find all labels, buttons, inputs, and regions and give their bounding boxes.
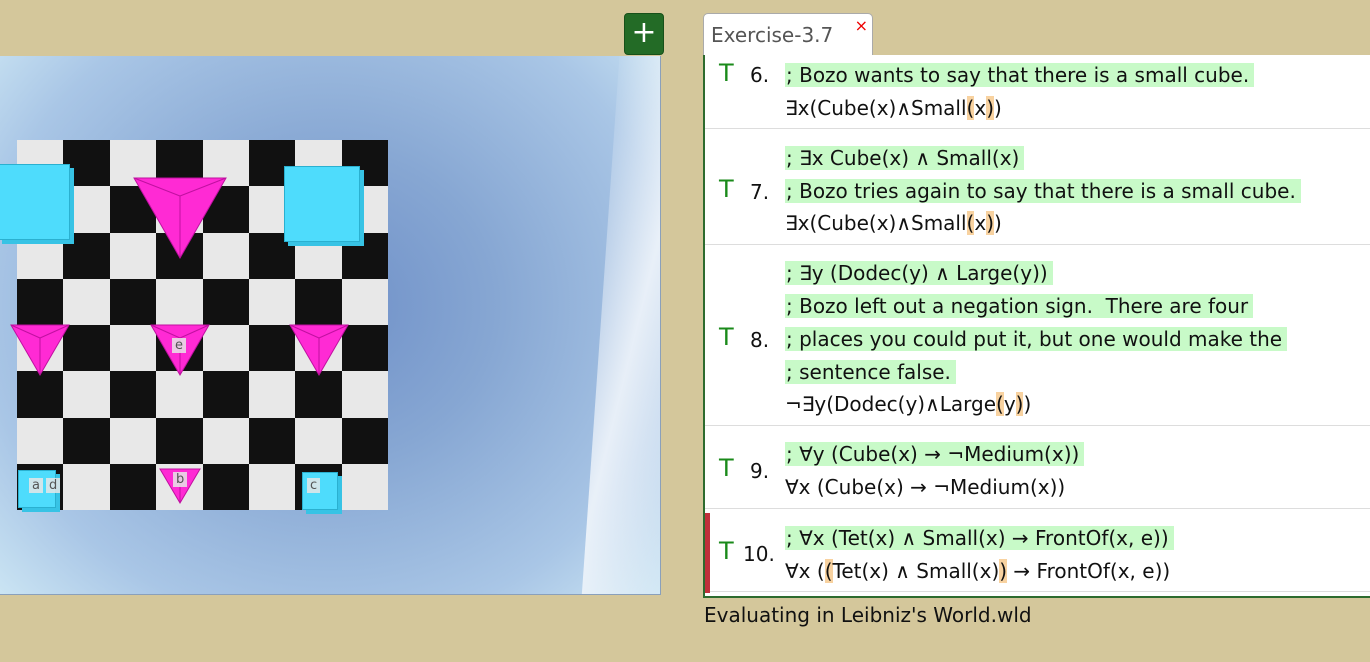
board-square [248,371,296,418]
board-square [109,325,157,372]
status-message: Evaluating in Leibniz's World.wld [704,603,1032,627]
truth-value: T [719,537,734,565]
board-square [156,278,203,325]
board-square [202,371,249,418]
formula-line: ∃x(Cube(x)∧Small(x)) [785,211,1002,235]
board-square [63,140,110,187]
comment-line: ; places you could put it, but one would… [785,327,1288,351]
truth-value: T [719,59,734,87]
board-square [63,186,110,233]
sentence-entry-6[interactable]: T 6. ; Bozo wants to say that there is a… [705,55,1370,129]
board-square [202,278,249,325]
board-square [248,417,296,464]
board-square [17,417,64,464]
formula-line: ¬∃y(Dodec(y)∧Large(y)) [785,392,1032,416]
board-square [341,371,388,418]
large-cube-left[interactable] [0,164,70,240]
board-square [17,371,64,418]
board-square [202,463,249,510]
piece-label-e: e [172,338,186,353]
board-square [341,325,388,372]
piece-label-d: d [46,478,61,493]
chessboard [17,140,388,510]
comment-line: ; ∀y (Cube(x) → ¬Medium(x)) [785,442,1085,466]
truth-value: T [719,323,734,351]
comment-line: ; Bozo tries again to say that there is … [785,179,1301,203]
board-square [17,278,64,325]
board-square [63,232,110,279]
board-square [109,278,157,325]
sentence-number: 7. [750,180,770,204]
sentence-number: 10. [743,542,775,566]
sentence-entry-7[interactable]: T 7. ; ∃x Cube(x) ∧ Small(x) ; Bozo trie… [705,129,1370,245]
sentence-entry-10[interactable]: T 10. ; ∀x (Tet(x) ∧ Small(x) → FrontOf(… [705,509,1370,593]
background-glare [577,56,660,594]
board-square [202,417,249,464]
board-square [109,232,157,279]
sentence-number: 8. [750,328,770,352]
sentence-panel[interactable]: T 6. ; Bozo wants to say that there is a… [703,55,1370,598]
board-square [17,232,64,279]
piece-label-c: c [307,478,321,493]
board-square [63,371,110,418]
close-icon[interactable]: × [854,16,868,35]
tab-exercise[interactable]: Exercise-3.7 × [703,13,873,56]
board-square [341,278,388,325]
sentence-entry-8[interactable]: T 8. ; ∃y (Dodec(y) ∧ Large(y)) ; Bozo l… [705,245,1370,426]
board-square [109,463,157,510]
truth-value: T [719,454,734,482]
board-square [295,278,342,325]
world-view[interactable]: e a d c b [0,56,661,595]
formula-line: ∃x(Cube(x)∧Small(x)) [785,96,1002,120]
board-square [295,417,342,464]
truth-value: T [719,175,734,203]
board-square [109,417,157,464]
board-square [63,278,110,325]
piece-label-a: a [29,478,43,493]
add-button[interactable]: + [624,13,664,55]
comment-line: ; Bozo left out a negation sign. There a… [785,294,1254,318]
formula-line: ∀x (Cube(x) → ¬Medium(x)) [785,475,1066,499]
board-square [156,417,203,464]
board-square [63,417,110,464]
medium-tetrahedron-left[interactable] [10,324,70,376]
comment-line: ; ∃y (Dodec(y) ∧ Large(y)) [785,261,1053,285]
comment-line: ; Bozo wants to say that there is a smal… [785,63,1255,87]
sentence-number: 6. [750,63,770,87]
tab-title: Exercise-3.7 [711,23,834,47]
board-square [156,371,203,418]
board-square [202,325,249,372]
large-cube-right[interactable] [284,166,360,242]
sentence-entry-9[interactable]: T 9. ; ∀y (Cube(x) → ¬Medium(x)) ∀x (Cub… [705,426,1370,509]
comment-line: ; ∃x Cube(x) ∧ Small(x) [785,146,1025,170]
board-square [248,325,296,372]
board-square [248,278,296,325]
board-square [295,371,342,418]
board-square [341,463,388,510]
board-square [63,463,110,510]
piece-label-b: b [173,472,188,487]
comment-line: ; sentence false. [785,360,956,384]
comment-line: ; ∀x (Tet(x) ∧ Small(x) → FrontOf(x, e)) [785,526,1174,550]
sentence-number: 9. [750,459,770,483]
medium-tetrahedron-right[interactable] [289,324,349,376]
large-tetrahedron[interactable] [132,176,228,260]
formula-line: ∀x ((Tet(x) ∧ Small(x)) → FrontOf(x, e)) [785,559,1171,583]
board-square [109,371,157,418]
board-square [202,232,249,279]
board-square [248,463,296,510]
board-square [341,417,388,464]
board-square [63,325,110,372]
